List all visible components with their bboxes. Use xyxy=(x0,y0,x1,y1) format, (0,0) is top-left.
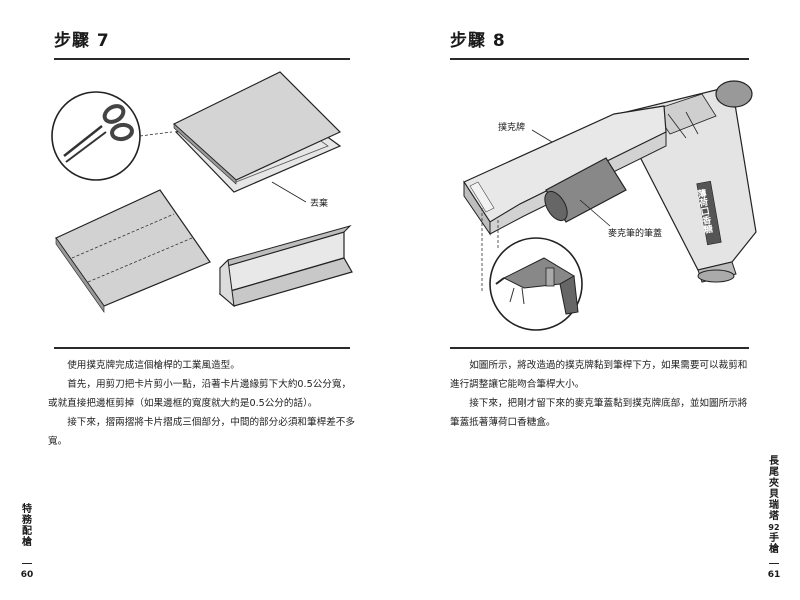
glue-gun-icon xyxy=(489,237,583,331)
scissors-icon xyxy=(51,91,141,181)
top-rule xyxy=(450,58,749,60)
page-number-rule xyxy=(769,563,779,564)
top-rule xyxy=(54,58,350,60)
step-7-illustration: 丟棄 xyxy=(51,71,353,313)
page-number-rule xyxy=(22,563,32,564)
step-7-instructions: 使用撲克牌完成這個槍桿的工業風造型。 首先，用剪刀把卡片剪小一點，沿著卡片邊緣剪… xyxy=(48,356,358,451)
callout-marker-cap: 麥克筆的筆蓋 xyxy=(608,227,662,239)
chapter-title: 長 尾 夾 貝 瑞 塔 92 手 槍 xyxy=(768,456,780,555)
step-8-title: 步驟 8 xyxy=(450,31,506,51)
left-page: 步驟 7 丟棄 xyxy=(20,31,358,580)
page-number: 61 xyxy=(767,570,781,580)
page-number: 60 xyxy=(20,570,34,580)
paragraph: 使用撲克牌完成這個槍桿的工業風造型。 xyxy=(67,360,240,371)
right-page: 步驟 8 薄荷口香糖 撲 xyxy=(400,0,800,600)
folded-card xyxy=(218,225,353,308)
step-8-illustration: 薄荷口香糖 撲克牌 麥克筆的筆蓋 xyxy=(463,80,757,331)
bottom-rule xyxy=(54,347,350,349)
marker-cap xyxy=(544,157,627,223)
callout-card: 撲克牌 xyxy=(498,121,525,133)
paragraph: 如圖所示，將改造過的撲克牌黏到筆桿下方，如果需要可以裁剪和進行調整讓它能吻合筆桿… xyxy=(450,360,748,390)
step-7-title: 步驟 7 xyxy=(54,31,110,51)
card-with-frame xyxy=(172,71,342,193)
card-fold-lines xyxy=(55,189,211,313)
paragraph: 接下來，摺兩摺將卡片摺成三個部分，中間的部分必須和筆桿差不多寬。 xyxy=(48,417,355,447)
chapter-title: 特 務 配 槍 xyxy=(22,504,32,548)
bottom-rule xyxy=(450,347,749,349)
callout-discard: 丟棄 xyxy=(310,197,328,209)
step-8-instructions: 如圖所示，將改造過的撲克牌黏到筆桿下方，如果需要可以裁剪和進行調整讓它能吻合筆桿… xyxy=(450,356,754,432)
paragraph: 首先，用剪刀把卡片剪小一點，沿著卡片邊緣剪下大約0.5公分寬，或就直接把邊框剪掉… xyxy=(48,379,352,409)
paragraph: 接下來，把剛才留下來的麥克筆蓋黏到撲克牌底部，並如圖所示將筆蓋抵著薄荷口香糖盒。 xyxy=(450,398,748,428)
